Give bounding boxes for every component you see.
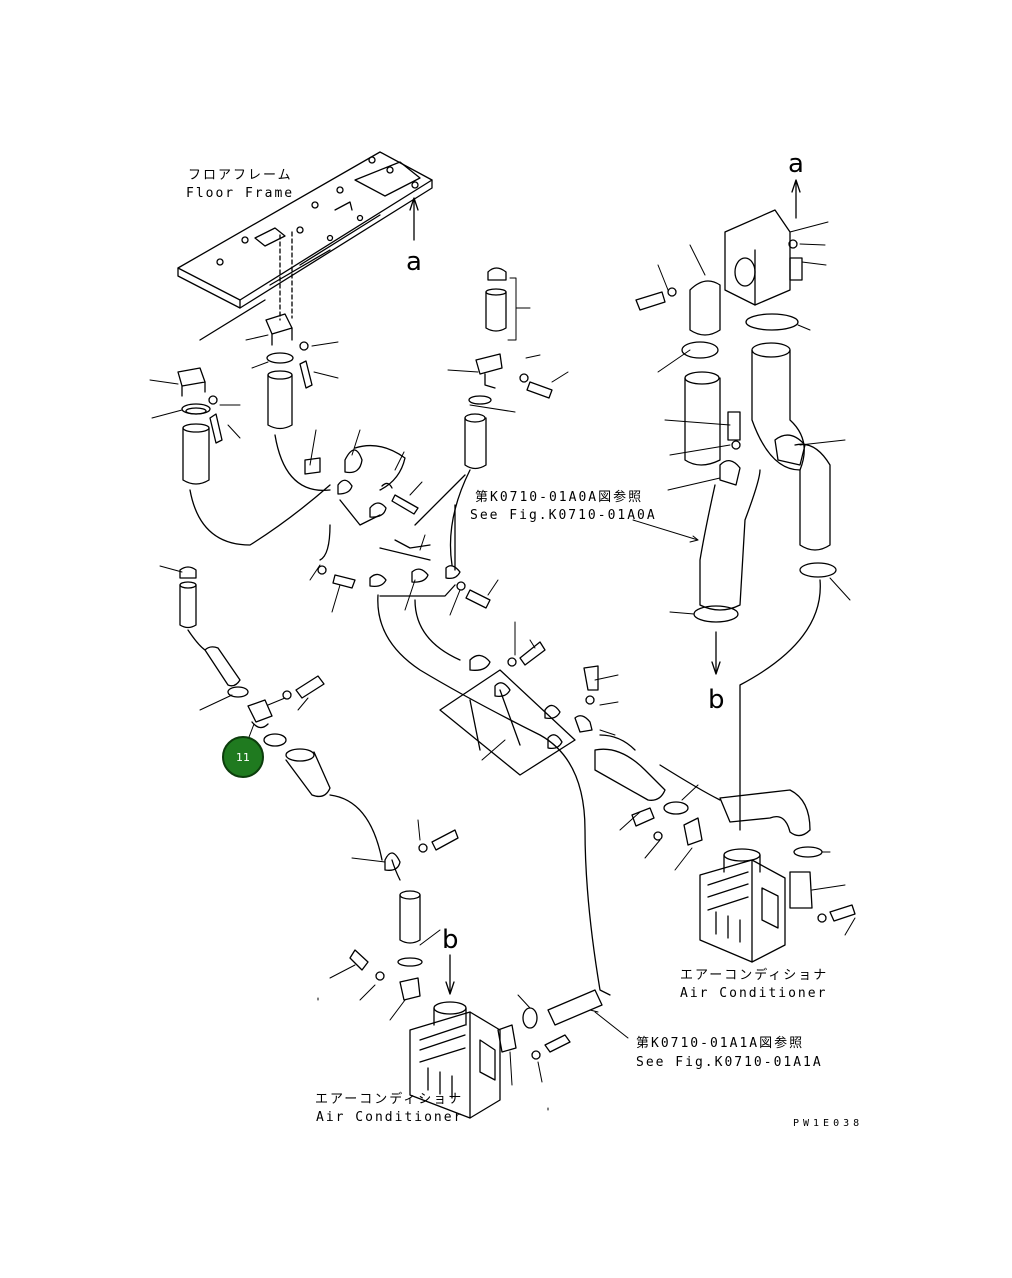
drop-line (279, 231, 293, 321)
arrow-b-bottom (445, 954, 455, 995)
ref-letter-b-right: b (708, 685, 725, 715)
hose-line (274, 434, 331, 491)
hose-line (187, 629, 206, 651)
ref-letter-b-bottom: b (442, 925, 459, 955)
floor-frame-label-jp: フロアフレーム (188, 168, 293, 183)
part-callout-11[interactable]: 11 (222, 736, 264, 778)
hose-line (189, 484, 331, 546)
right-middle-duct (594, 734, 811, 846)
air-conditioner-right-label-jp: エアーコンディショナ (680, 968, 829, 983)
hose-line-long (377, 594, 611, 996)
arrow-a-right (791, 179, 801, 219)
drawing-code: PW1E038 (793, 1118, 864, 1129)
connector-line (469, 689, 521, 751)
see-fig-a-label-en: See Fig.K0710-01A0A (470, 508, 657, 523)
central-bracket (439, 641, 599, 776)
air-conditioner-right-label-en: Air Conditioner (680, 986, 828, 1001)
hose-line (329, 794, 383, 861)
see-fig-a-label-jp: 第K0710-01A0A図参照 (475, 490, 644, 505)
arrow-b-right (711, 631, 721, 675)
top-center-duct (464, 267, 553, 470)
center-clamp-group (304, 444, 491, 609)
leader-line (199, 299, 266, 341)
hose-line (414, 469, 471, 566)
left-outlet-assembly (177, 367, 223, 485)
hose-line (414, 599, 461, 661)
air-conditioner-left (409, 1001, 501, 1119)
ref-letter-a-top: a (406, 247, 422, 277)
see-fig-b-label-en: See Fig.K0710-01A1A (636, 1055, 823, 1070)
hose-line (659, 764, 721, 801)
ref-letter-a-right: a (788, 149, 804, 179)
leader-lines (149, 221, 856, 1111)
air-conditioner-right (699, 846, 856, 963)
floor-frame-plate (177, 151, 433, 309)
hose-line (739, 579, 821, 831)
left-lower-duct (179, 566, 331, 798)
floor-frame-label-en: Floor Frame (186, 186, 295, 201)
center-outlet-assembly (265, 313, 313, 430)
connector-line (319, 504, 456, 571)
lower-left-duct (349, 829, 459, 1001)
right-upper-assembly (635, 209, 837, 623)
air-conditioner-left-label-jp: エアーコンディショナ (315, 1092, 464, 1107)
air-conditioner-left-label-en: Air Conditioner (316, 1110, 464, 1125)
arrow-a-top (409, 197, 419, 241)
connector-line (391, 859, 401, 881)
see-fig-b-label-jp: 第K0710-01A1A図参照 (636, 1036, 805, 1051)
lower-fittings (497, 989, 603, 1060)
